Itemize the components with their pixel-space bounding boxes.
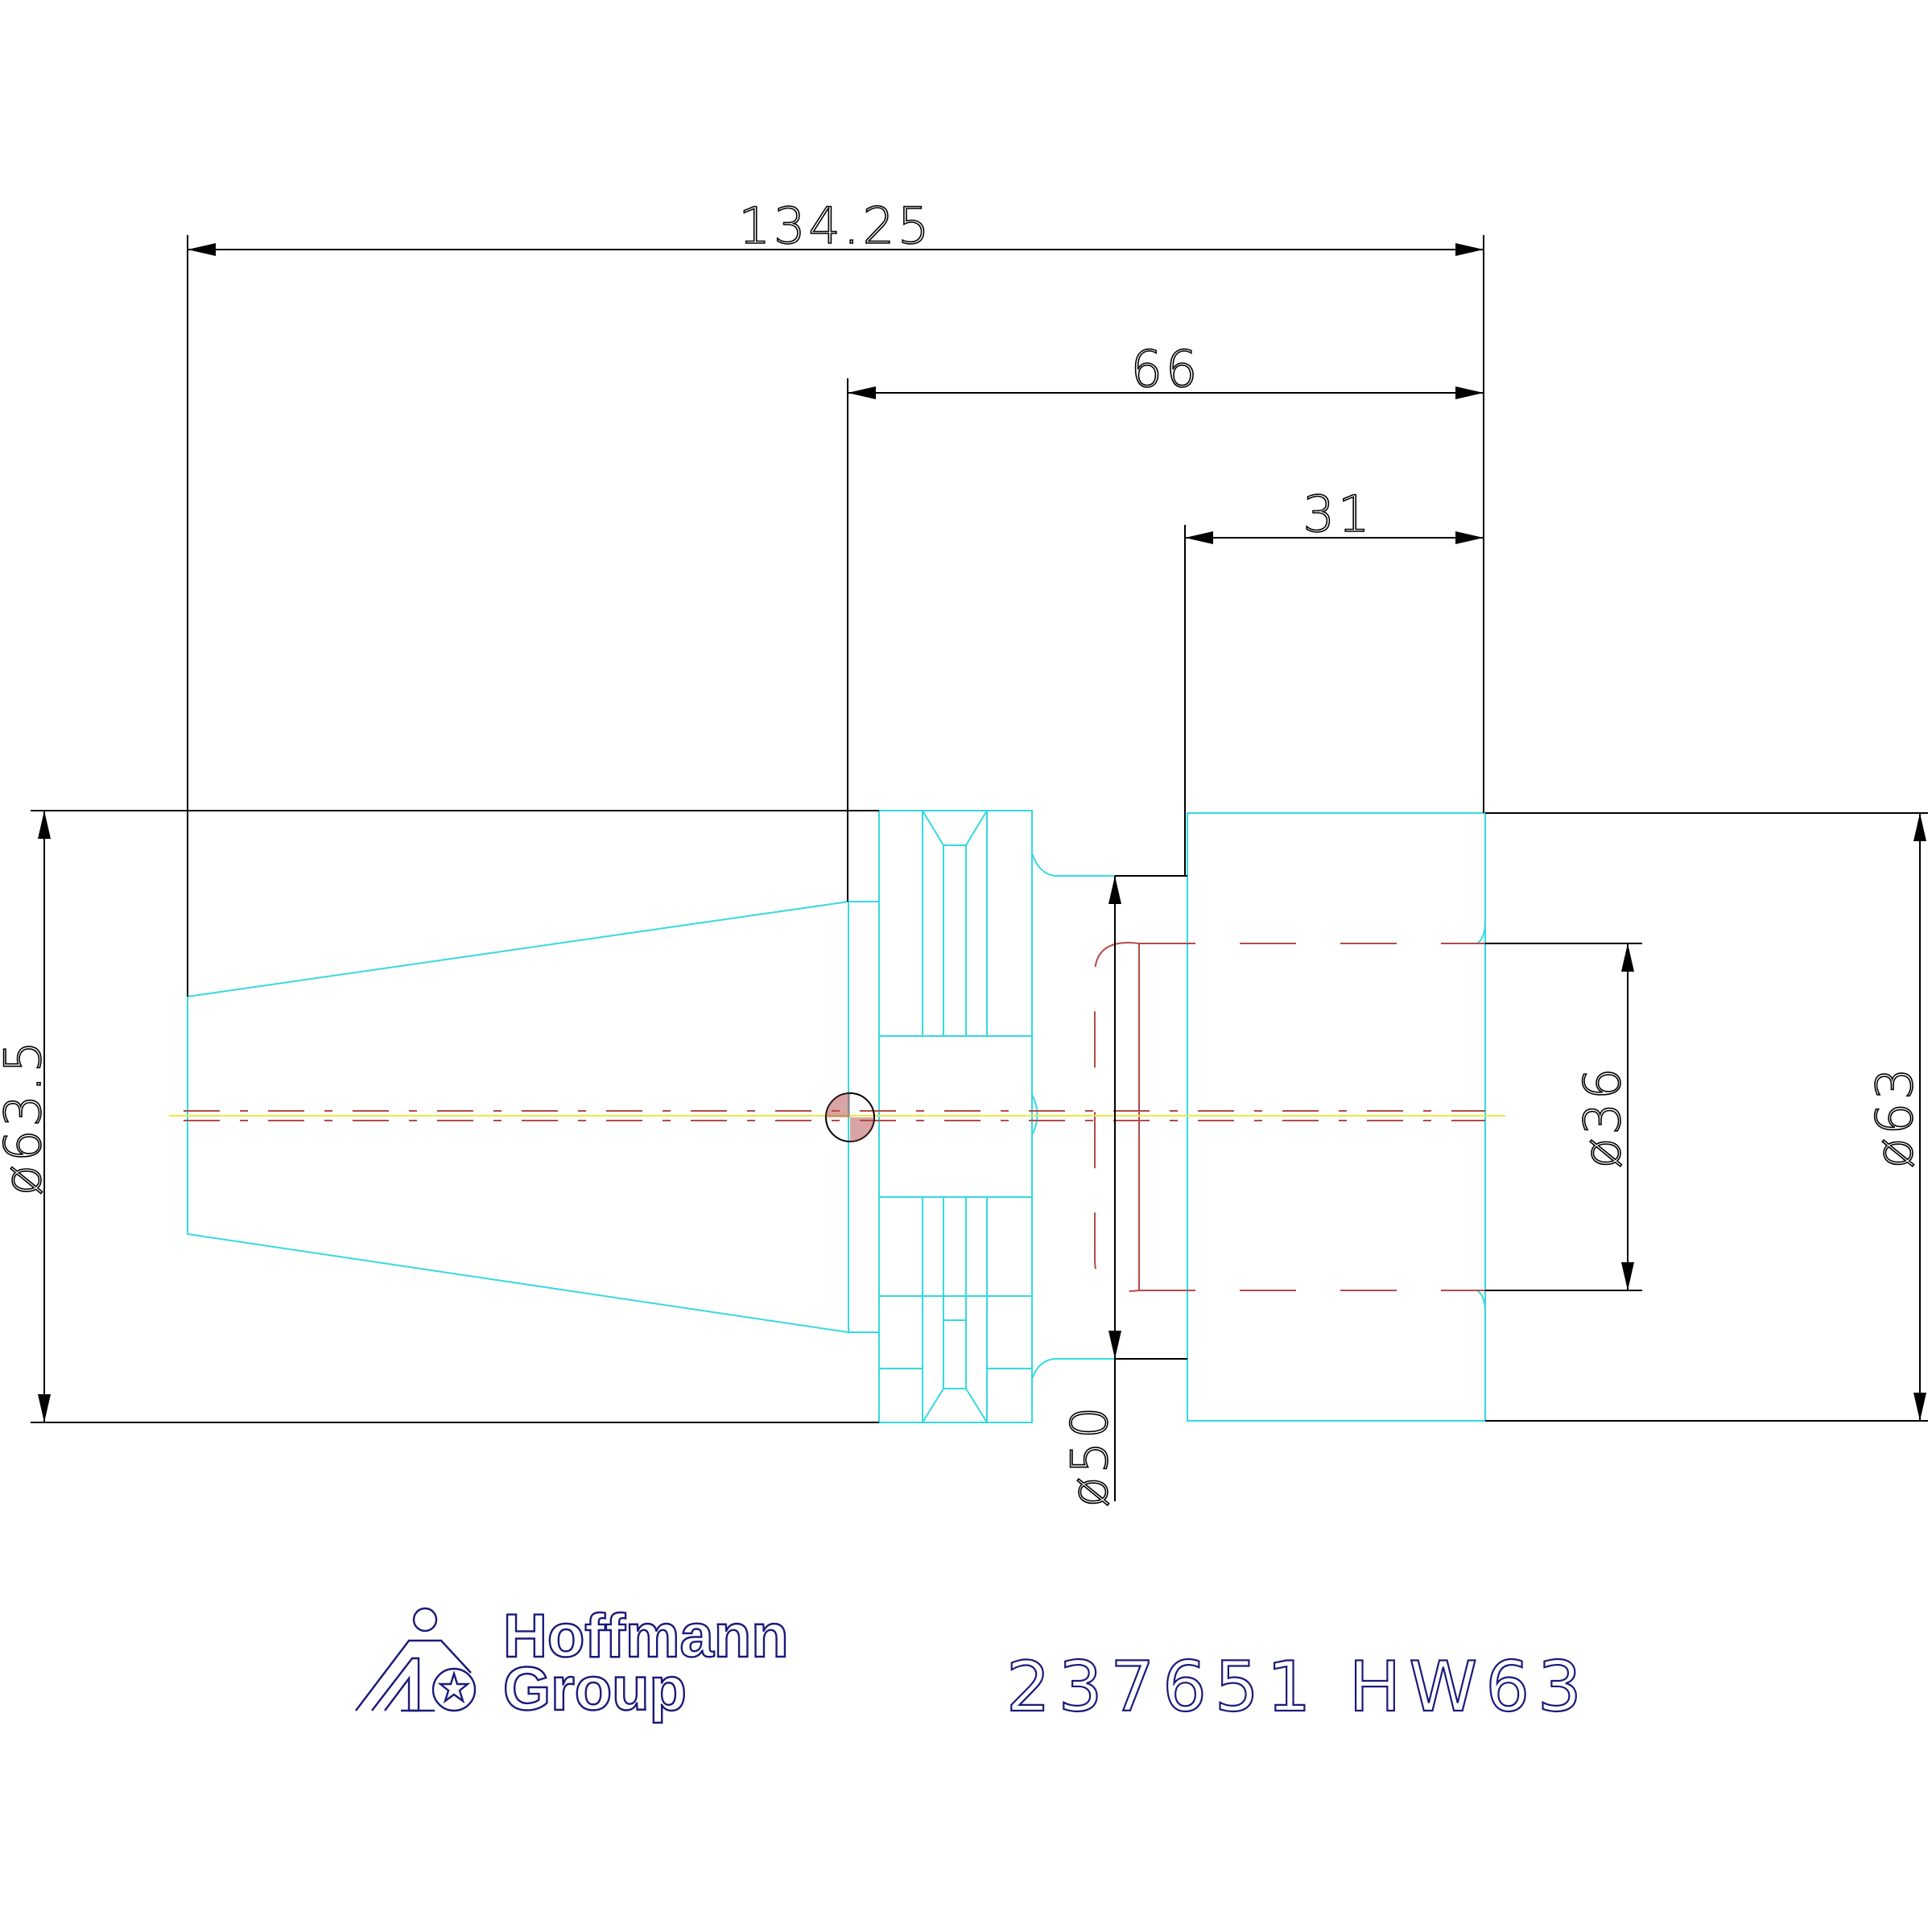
hidden-bore-lines	[1094, 942, 1485, 1292]
dim-overall-length: 134.25	[739, 196, 933, 255]
part-outline	[187, 810, 1486, 1423]
dimension-lines	[31, 235, 1928, 1501]
dim-neck-diameter: ø50	[1060, 1404, 1119, 1508]
dim-flange-diameter: ø63.5	[0, 1038, 52, 1195]
section-marker	[825, 1092, 875, 1142]
logo-line2: Group	[503, 1655, 687, 1724]
dim-taper-to-face: 66	[1131, 340, 1201, 398]
dim-bore-diameter: ø36	[1573, 1065, 1632, 1169]
dim-body-length: 31	[1303, 485, 1373, 543]
logo-line1: Hoffmann	[503, 1602, 789, 1670]
hoffmann-logo: Hoffmann Group	[355, 1601, 790, 1724]
dim-body-diameter: ø63	[1865, 1065, 1924, 1169]
part-label: 237651 HW63	[1006, 1647, 1590, 1728]
hoffmann-logo-icon	[355, 1607, 477, 1712]
